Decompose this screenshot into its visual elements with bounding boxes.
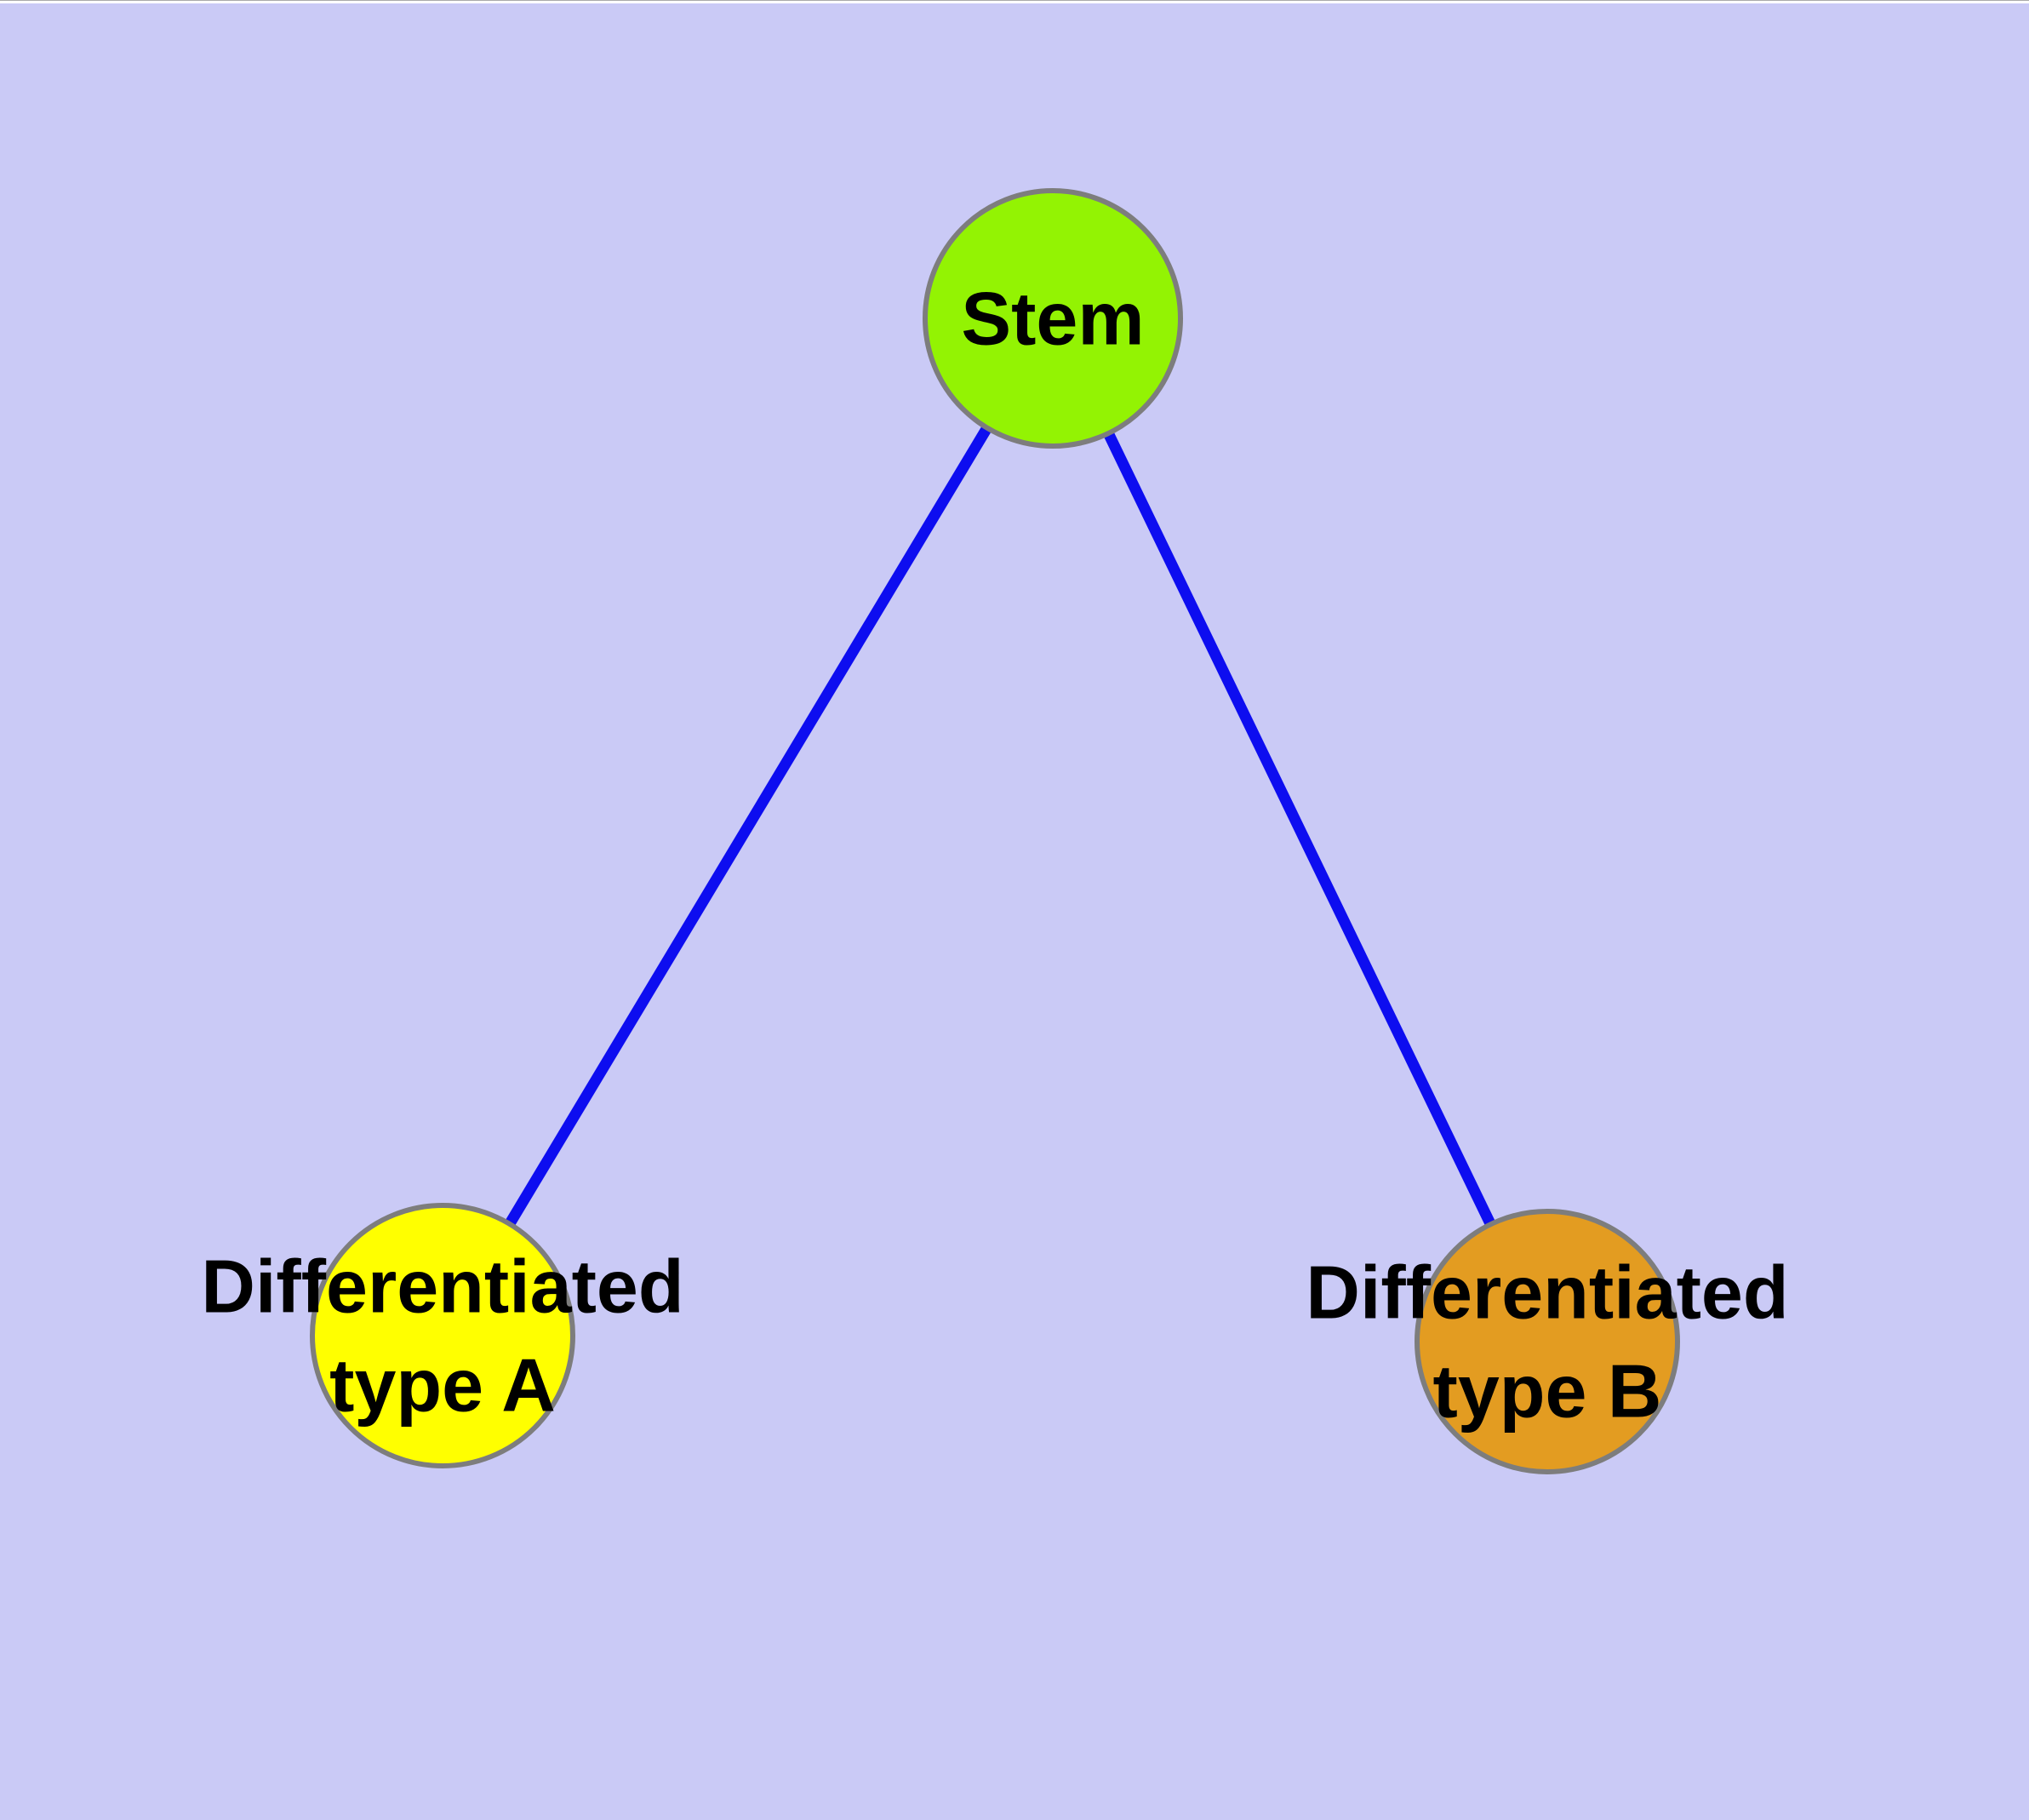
node-diff-type-b bbox=[1415, 1209, 1680, 1474]
node-label-stem-line-1: Stem bbox=[961, 277, 1144, 361]
node-label-diff-type-a-line-2: type A bbox=[329, 1343, 556, 1428]
edge-stem-to-diff-type-b bbox=[1048, 316, 1552, 1344]
nodes-layer bbox=[310, 188, 1680, 1474]
node-label-diff-type-a-line-1: Differentiated bbox=[201, 1245, 683, 1329]
edges-layer bbox=[437, 315, 1552, 1344]
node-label-diff-type-b-line-2: type B bbox=[1433, 1349, 1662, 1434]
top-margin bbox=[0, 0, 2029, 3]
node-label-diff-type-b-line-1: Differentiated bbox=[1306, 1251, 1788, 1335]
node-diff-type-a bbox=[310, 1203, 575, 1468]
node-stem bbox=[923, 188, 1183, 449]
edge-stem-to-diff-type-a bbox=[437, 315, 1058, 1339]
